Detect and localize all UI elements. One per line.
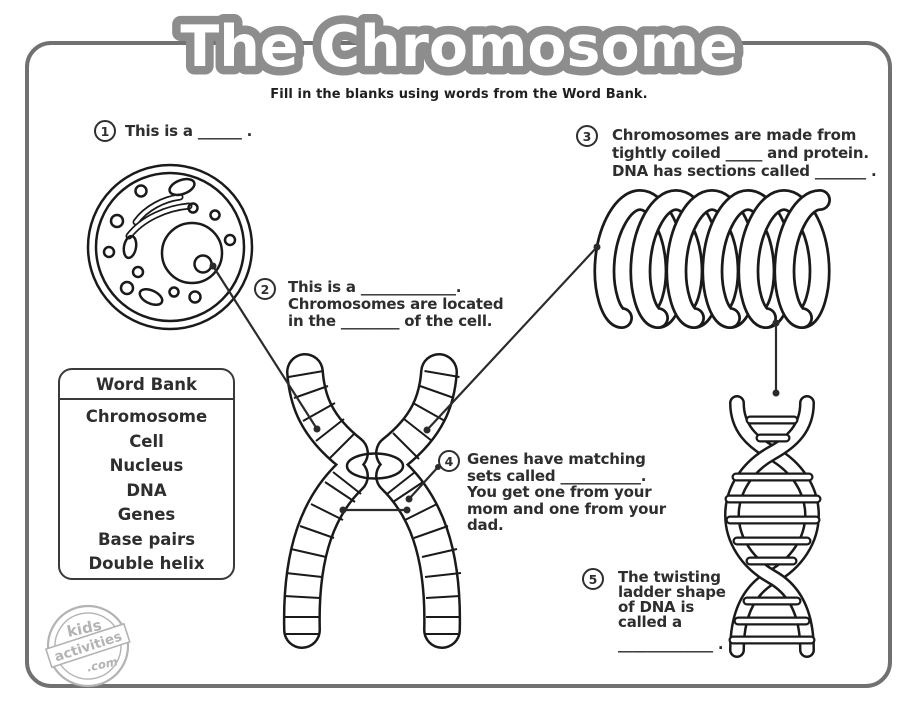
item-line: This is a _____________. [288,278,462,296]
item-line: of DNA is [618,598,695,616]
item-2-text: This is a _____________. Chromosomes are… [288,278,504,330]
item-5-number-circle: 5 [582,568,604,590]
word-bank-word: DNA [126,480,167,500]
item-line: dad. [467,516,504,534]
word-bank-word: Genes [117,505,176,524]
double-helix-diagram [723,395,822,658]
kids-activities-logo: kids activities .com [44,604,131,688]
item-line: sets called ___________. [467,466,647,485]
word-bank-word: Double helix [88,554,205,573]
word-bank-word: Base pairs [97,529,196,549]
item-line: The twisting [618,568,721,586]
item-line: Genes have matching [467,450,646,468]
item-3-text: Chromosomes are made from tightly coiled… [612,126,877,180]
word-bank-list: Chromosome Cell Nucleus DNA Genes Base p… [60,400,233,577]
item-line: This is a ______ . [125,122,253,140]
item-3-number-circle: 3 [576,125,598,147]
item-line: DNA has sections called _______ . [612,162,877,180]
word-bank-box: Word Bank Chromosome Cell Nucleus DNA Ge… [58,368,235,580]
worksheet-instructions: Fill in the blanks using words from the … [270,87,648,102]
connector-lines [209,243,780,514]
item-blank-line: _____________ . [618,635,724,653]
item-line: in the ________ of the cell. [288,312,493,330]
nucleolus-icon [193,254,213,274]
item-1-number-circle: 1 [94,120,116,142]
centromere-icon [345,452,405,480]
item-line: tightly coiled _____ and protein. [612,144,869,162]
nucleus-icon [160,221,224,285]
logo-text-com: .com [85,654,118,674]
item-1-text: This is a ______ . [125,123,252,140]
chromosome-diagram [282,353,462,649]
item-line: ladder shape [618,583,726,601]
cell-diagram [86,163,254,331]
item-5-text: The twisting ladder shape of DNA is call… [618,570,726,652]
organelles [102,177,237,307]
word-bank-word: Cell [129,431,164,451]
word-bank-word: Nucleus [109,456,184,475]
item-2-number-circle: 2 [254,278,276,300]
item-4-text: Genes have matching sets called ________… [467,451,666,534]
coiled-dna-diagram [593,188,831,329]
word-bank-word: Chromosome [85,407,208,426]
item-4-number-circle: 4 [438,450,460,472]
item-line: Chromosomes are made from [612,126,857,144]
item-line: mom and one from your [467,499,666,518]
chromosome-bands [283,370,462,635]
word-bank-header: Word Bank [60,370,233,400]
page-title: The Chromosome [180,14,737,80]
item-line: called a [618,613,682,631]
item-line: You get one from your [467,483,652,501]
item-line: Chromosomes are located [288,295,504,313]
